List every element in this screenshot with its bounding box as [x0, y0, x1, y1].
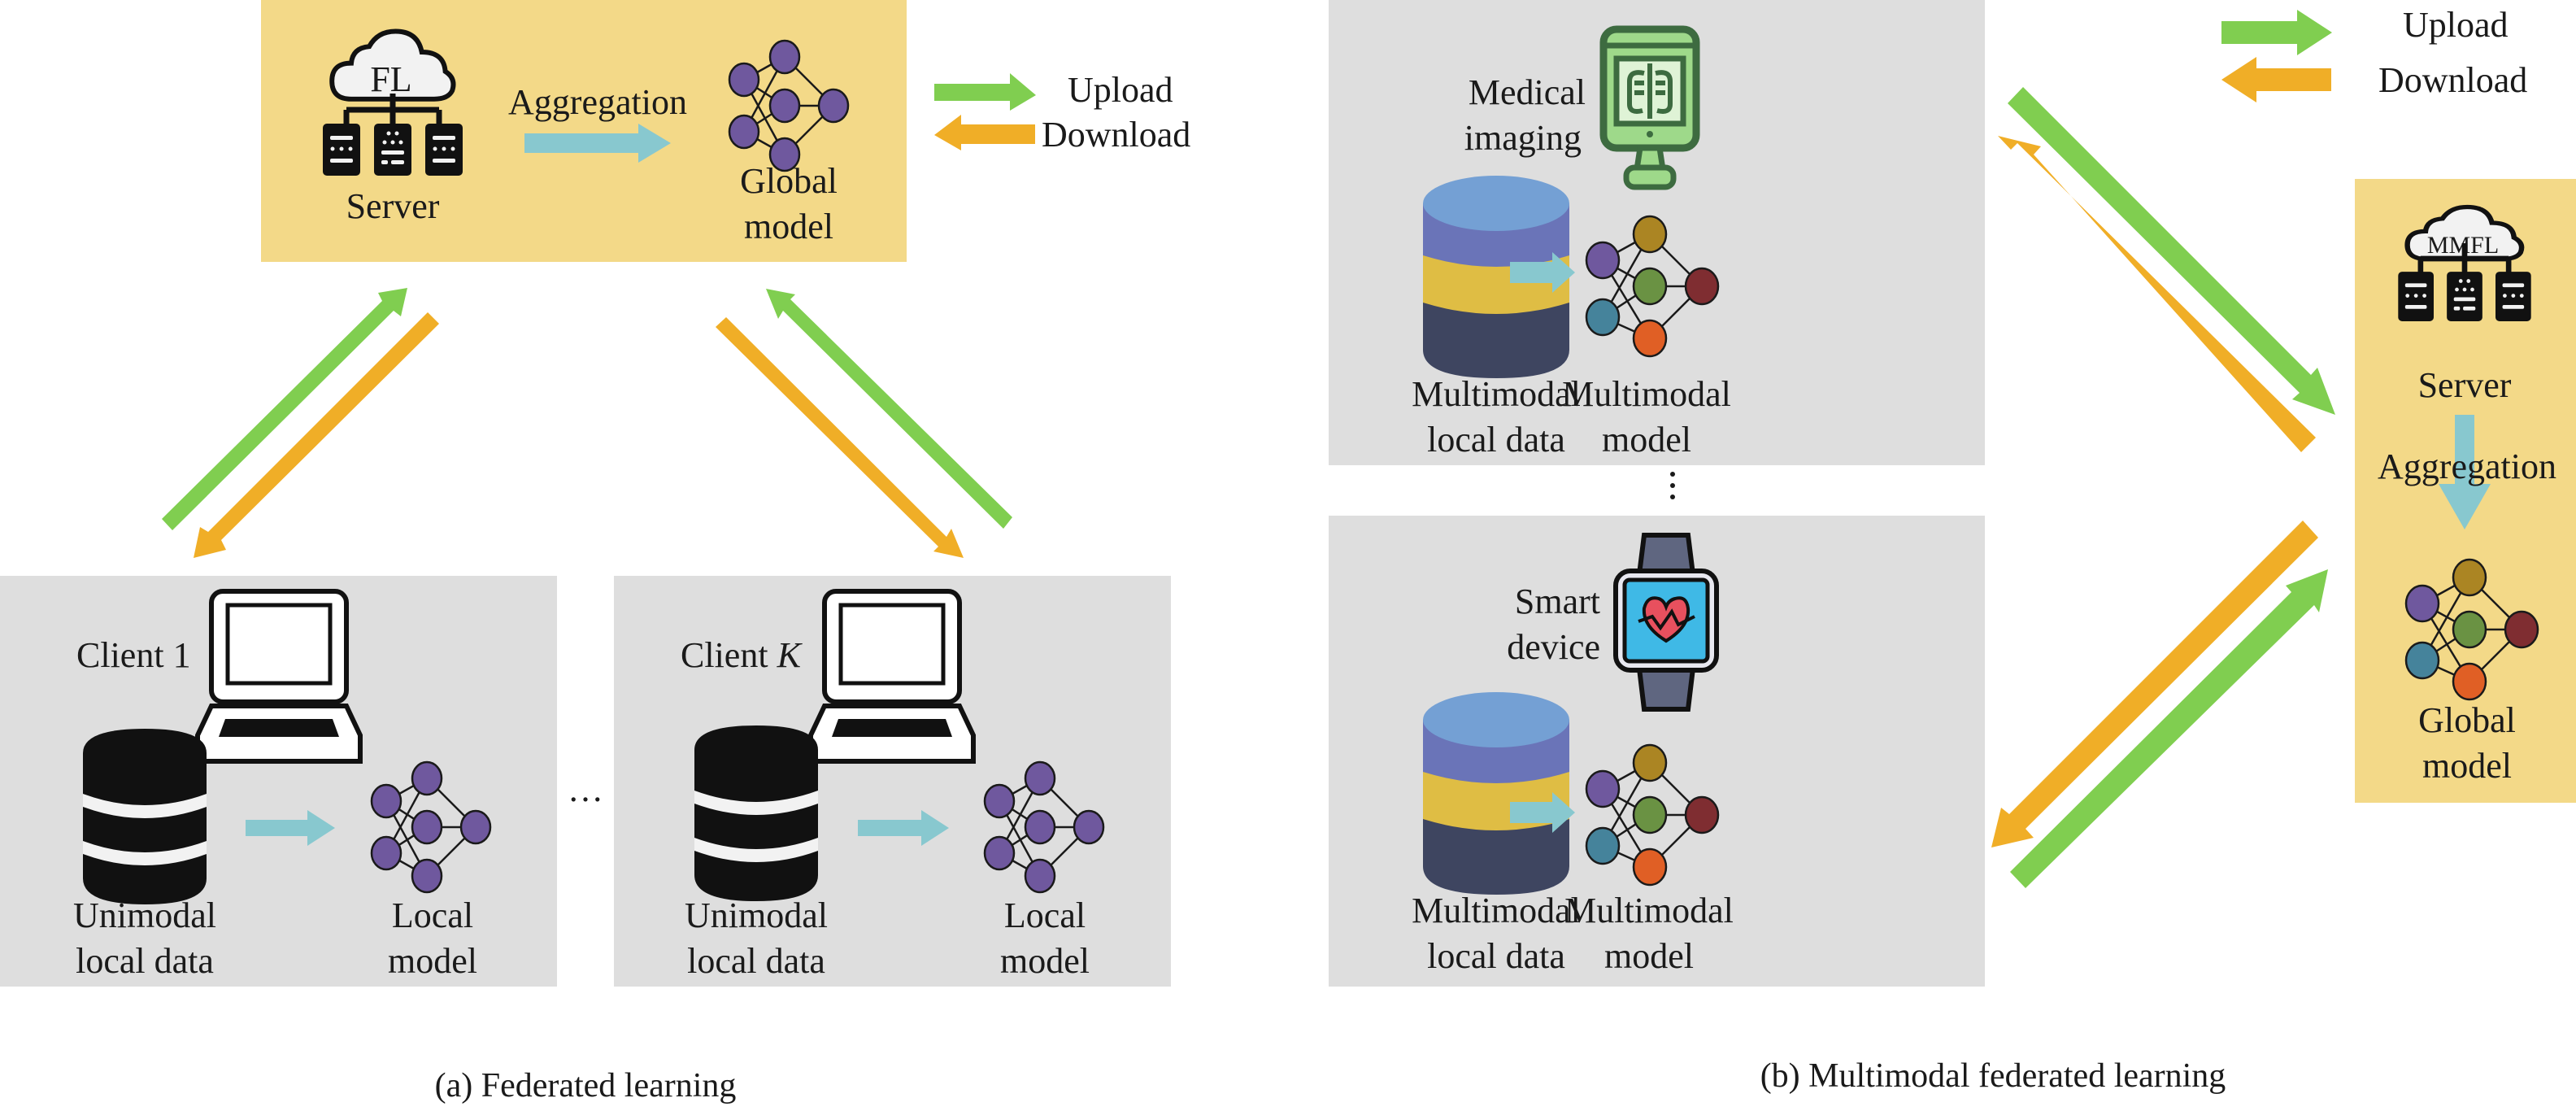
medical-model-label-1: Multimodal	[1562, 374, 1731, 414]
caption-a: (a) Federated learning	[435, 1067, 737, 1104]
download-arrow	[194, 312, 439, 558]
client-1-box: Client 1 Unimodal local data Local model	[0, 576, 557, 987]
smart-device-label-1: Smart	[1515, 582, 1600, 621]
client-1-data-label-2: local data	[76, 941, 214, 981]
client-k-model-label-2: model	[1000, 941, 1090, 981]
upload-arrow	[766, 289, 1012, 529]
unimodal-database-icon	[83, 729, 207, 904]
medical-imaging-label-2: imaging	[1464, 118, 1582, 158]
download-arrow	[716, 317, 964, 558]
download-arrow	[1998, 136, 2316, 452]
train-arrow	[246, 810, 335, 846]
aggregation-arrow-down	[2439, 415, 2491, 529]
legend-upload-arrow	[2221, 10, 2332, 55]
panel-b: Medical imaging	[1329, 0, 2576, 1095]
mmfl-global-model-label-2: model	[2422, 746, 2512, 786]
upload-arrow	[2010, 569, 2328, 888]
fl-cloud-text: FL	[370, 59, 411, 99]
train-arrow	[858, 810, 949, 846]
upload-arrow	[2008, 87, 2335, 415]
train-arrow	[1510, 792, 1575, 833]
legend-upload-label: Upload	[1068, 70, 1173, 110]
client-k-label: Client K	[681, 635, 803, 675]
unimodal-database-icon	[694, 725, 818, 901]
fl-aggregation-label: Aggregation	[508, 82, 687, 122]
legend-b: Upload Download	[2221, 5, 2527, 102]
legend-download-arrow	[2221, 57, 2331, 102]
medical-model-label-2: model	[1602, 420, 1691, 460]
mm-clients-ellipsis	[1670, 472, 1675, 499]
legend-download-arrow	[934, 115, 1035, 150]
smart-comm-arrows	[1991, 521, 2328, 888]
smartwatch-icon	[1613, 533, 1719, 712]
client-k-model-label-1: Local	[1004, 895, 1086, 935]
medical-imaging-label-1: Medical	[1469, 72, 1586, 112]
medical-data-label-2: local data	[1427, 420, 1565, 460]
medical-monitor-icon	[1599, 25, 1700, 190]
client-1-model-label-1: Local	[392, 895, 473, 935]
client-1-model-label-2: model	[388, 941, 477, 981]
medical-data-label-1: Multimodal	[1412, 374, 1581, 414]
smart-model-label-1: Multimodal	[1564, 891, 1734, 930]
client-1-label: Client 1	[76, 635, 191, 675]
smart-data-label-1: Multimodal	[1412, 891, 1581, 930]
aggregation-arrow	[524, 124, 671, 163]
medical-comm-arrows	[1998, 87, 2335, 452]
upload-arrow	[162, 288, 407, 530]
client-1-data-label-1: Unimodal	[73, 895, 216, 935]
multimodal-database-icon	[1423, 692, 1569, 895]
client-k-data-label-1: Unimodal	[685, 895, 828, 935]
panel-a: FL Server Aggregation Global model Uploa…	[0, 0, 1190, 1104]
clientk-comm-arrows	[716, 289, 1012, 558]
laptop-icon	[811, 591, 973, 761]
mmfl-server-box: MMFL Server Aggregation Global model	[2355, 179, 2576, 803]
fl-global-model-label-1: Global	[740, 161, 838, 201]
client-k-data-label-2: local data	[687, 941, 825, 981]
legend-upload-label: Upload	[2403, 5, 2509, 45]
mmfl-server-label: Server	[2418, 365, 2512, 405]
fl-server-label: Server	[346, 186, 440, 226]
clients-ellipsis: …	[568, 769, 603, 809]
legend-download-label: Download	[2378, 60, 2527, 100]
download-arrow	[1991, 521, 2318, 847]
legend-download-label: Download	[1042, 115, 1190, 155]
laptop-icon	[198, 591, 360, 761]
mm-client-medical-box: Medical imaging	[1329, 0, 1985, 465]
smart-data-label-2: local data	[1427, 936, 1565, 976]
mm-client-smart-device-box: Smart device Multimodal local data Multi…	[1329, 516, 1985, 987]
mmfl-global-model-label-1: Global	[2418, 700, 2516, 740]
legend-a: Upload Download	[934, 70, 1190, 155]
fl-global-model-label-2: model	[744, 207, 833, 246]
fl-server-icon: FL	[323, 32, 463, 176]
smart-device-label-2: device	[1507, 627, 1600, 667]
mmfl-server-icon: MMFL	[2398, 207, 2530, 321]
mmfl-aggregation-label: Aggregation	[2378, 447, 2556, 486]
smart-model-label-2: model	[1604, 936, 1694, 976]
train-arrow	[1510, 252, 1575, 293]
caption-b: (b) Multimodal federated learning	[1760, 1057, 2226, 1095]
legend-upload-arrow	[934, 73, 1036, 111]
client-k-box: Client K Unimodal local data Local model	[614, 576, 1171, 987]
client1-comm-arrows	[162, 288, 439, 558]
